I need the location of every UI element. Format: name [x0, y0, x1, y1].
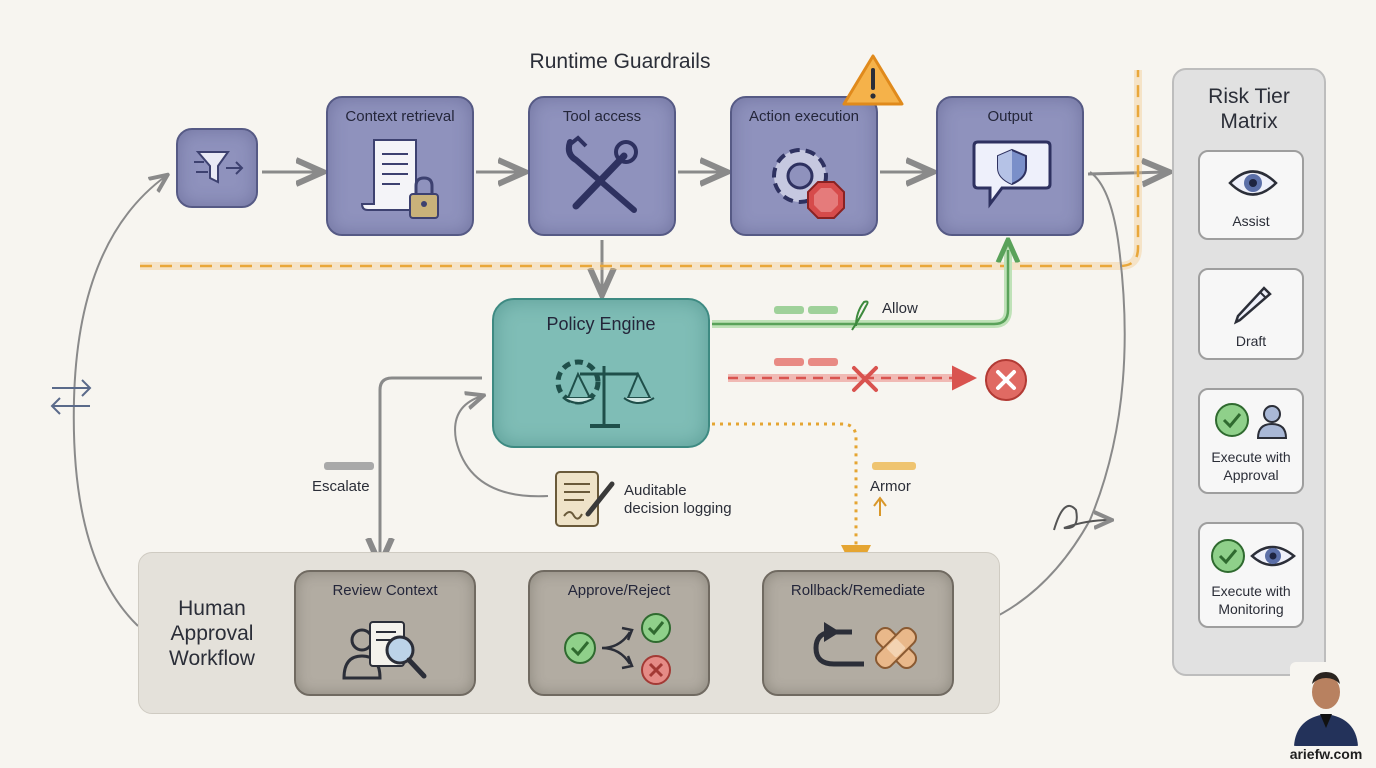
author-avatar: [1290, 662, 1362, 746]
review-context-label: Review Context: [332, 582, 438, 599]
policy-engine-label: Policy Engine: [546, 314, 656, 334]
gear-scale-icon: [555, 359, 655, 428]
eye-icon: [1228, 170, 1278, 196]
action-execution-node[interactable]: Action execution: [730, 96, 878, 236]
signed-document-icon: [555, 471, 615, 527]
pencil-icon: [1233, 286, 1272, 325]
tier-execute-approval-label: Execute with Approval: [1200, 448, 1302, 484]
warning-icon: [842, 54, 904, 106]
gear-stop-icon: [772, 148, 845, 219]
approve-reject-icon: [564, 613, 671, 685]
tier-assist-text: Assist: [1232, 213, 1270, 229]
tier-execute-monitoring-label: Execute with Monitoring: [1200, 582, 1302, 618]
approve-reject-node[interactable]: Approve/Reject: [528, 570, 710, 696]
tool-access-node[interactable]: Tool access: [528, 96, 676, 236]
workflow-title-line1: Human: [178, 597, 246, 620]
undo-bandage-icon: [813, 622, 918, 670]
tool-access-label: Tool access: [562, 108, 642, 125]
deny-circle-icon: [985, 359, 1027, 401]
context-retrieval-label: Context retrieval: [345, 108, 455, 125]
tier-execute-monitoring[interactable]: Execute with Monitoring: [1198, 522, 1304, 628]
tier-draft-label: Draft: [1200, 332, 1302, 350]
filter-icon: [194, 151, 244, 184]
armor-label: Armor: [870, 478, 911, 495]
output-node[interactable]: Output: [936, 96, 1084, 236]
risk-tier-matrix-panel: Risk Tier Matrix Assist Draft: [1172, 68, 1326, 676]
rollback-remediate-node[interactable]: Rollback/Remediate: [762, 570, 954, 696]
filter-node[interactable]: [176, 128, 258, 208]
tier-execute-monitoring-line1: Execute with: [1211, 583, 1291, 599]
approve-reject-label: Approve/Reject: [567, 582, 671, 599]
deny-x-icon: [852, 366, 878, 392]
action-execution-label: Action execution: [748, 108, 860, 125]
document-lock-icon: [360, 139, 439, 219]
logging-label-line1: Auditable: [624, 482, 687, 499]
workflow-title: Human Approval Workflow: [152, 596, 272, 671]
output-label: Output: [987, 108, 1033, 125]
brand-label: ariefw.com: [1289, 746, 1363, 762]
matrix-title-line1: Risk Tier: [1208, 85, 1290, 108]
review-context-node[interactable]: Review Context: [294, 570, 476, 696]
tier-assist-label: Assist: [1200, 212, 1302, 230]
author-portrait-icon: [1290, 662, 1362, 746]
tier-execute-approval[interactable]: Execute with Approval: [1198, 388, 1304, 494]
workflow-title-line3: Workflow: [169, 647, 255, 670]
person-magnifier-icon: [342, 621, 427, 680]
wrench-key-icon: [565, 135, 638, 213]
check-person-icon: [1215, 403, 1288, 439]
escalate-label: Escalate: [312, 478, 370, 495]
matrix-title: Risk Tier Matrix: [1174, 84, 1324, 134]
logging-label-line2: decision logging: [624, 500, 732, 517]
allow-label: Allow: [882, 300, 918, 317]
shield-chat-icon: [972, 140, 1052, 209]
tier-assist[interactable]: Assist: [1198, 150, 1304, 240]
tier-execute-approval-line2: Approval: [1223, 467, 1279, 483]
diagram-title: Runtime Guardrails: [529, 50, 711, 73]
rollback-remediate-label: Rollback/Remediate: [790, 582, 926, 599]
tier-execute-approval-line1: Execute with: [1211, 449, 1291, 465]
workflow-title-line2: Approval: [170, 622, 254, 645]
context-retrieval-node[interactable]: Context retrieval: [326, 96, 474, 236]
tier-draft[interactable]: Draft: [1198, 268, 1304, 360]
tier-execute-monitoring-line2: Monitoring: [1218, 601, 1284, 617]
policy-engine-node[interactable]: Policy Engine: [492, 298, 710, 448]
check-eye-icon: [1211, 539, 1296, 573]
matrix-title-line2: Matrix: [1220, 110, 1278, 133]
tier-draft-text: Draft: [1235, 333, 1267, 349]
